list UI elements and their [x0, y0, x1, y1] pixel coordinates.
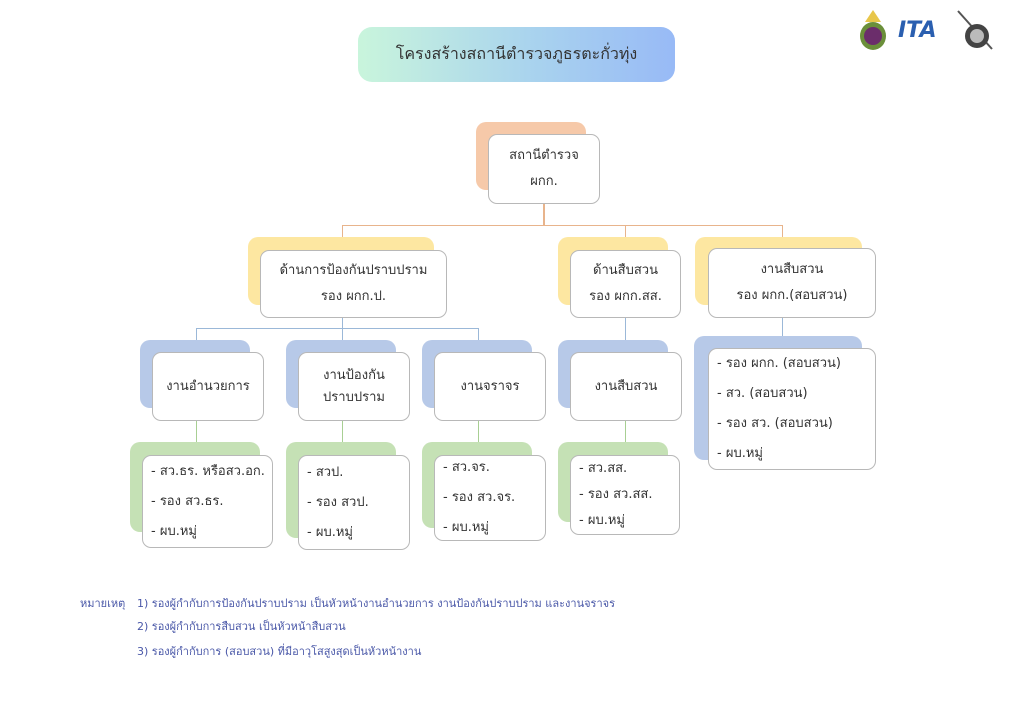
node-prevention: ด้านการป้องกันปราบปรามรอง ผกก.ป.: [260, 250, 447, 318]
node-title: งานอำนวยการ: [166, 378, 250, 394]
node-traffic-staff: - สว.จร. - รอง สว.จร. - ผบ.หมู่: [434, 455, 546, 541]
node-title: ปราบปราม: [323, 389, 385, 405]
node-investigation-staff: - สว.สส. - รอง สว.สส. - ผบ.หมู่: [570, 455, 680, 535]
node-title: ด้านสืบสวน: [593, 263, 658, 278]
staff-item: - ผบ.หมู่: [307, 524, 353, 540]
note-item: 3) รองผู้กำกับการ (สอบสวน) ที่มีอาวุโสสู…: [137, 645, 422, 658]
node-investigation-unit: งานสืบสวน: [570, 352, 682, 421]
node-title: งานจราจร: [460, 378, 520, 394]
police-emblem-logo: [857, 8, 889, 56]
staff-item: - สวป.: [307, 464, 344, 480]
node-station-chief: สถานีตำรวจผกก.: [488, 134, 600, 204]
connector: [625, 318, 626, 352]
staff-item: - รอง ผกก. (สอบสวน): [717, 356, 841, 371]
staff-item: - ผบ.หมู่: [443, 520, 489, 535]
staff-item: - รอง สว.ธร.: [151, 493, 224, 509]
connector: [196, 328, 479, 329]
node-role: รอง ผกก.สส.: [589, 289, 662, 304]
staff-item: - สว.ธร. หรือสว.อก.: [151, 463, 265, 479]
node-investigation: ด้านสืบสวนรอง ผกก.สส.: [570, 250, 681, 318]
connector: [782, 225, 783, 248]
node-role: รอง ผกก.ป.: [320, 289, 387, 304]
node-admin-staff: - สว.ธร. หรือสว.อก. - รอง สว.ธร. - ผบ.หมู่: [142, 455, 273, 548]
node-inquiry-staff: - รอง ผกก. (สอบสวน) - สว. (สอบสวน) - รอง ส…: [708, 348, 876, 470]
staff-item: - ผบ.หมู่: [717, 446, 763, 461]
chart-title: โครงสร้างสถานีตำรวจภูธรตะกั่วทุ่ง: [358, 27, 675, 82]
node-title: งานสืบสวน: [594, 378, 658, 394]
node-role: รอง ผกก.(สอบสวน): [736, 288, 848, 303]
node-traffic: งานจราจร: [434, 352, 546, 421]
staff-item: - ผบ.หมู่: [151, 523, 197, 539]
connector: [342, 421, 343, 455]
staff-item: - สว.สส.: [579, 461, 628, 476]
node-title: สถานีตำรวจ: [509, 148, 579, 163]
connector: [196, 421, 197, 455]
seal-logo: [955, 8, 995, 56]
connector: [342, 318, 343, 328]
connector: [478, 421, 479, 455]
note-item: 2) รองผู้กำกับการสืบสวน เป็นหัวหน้าสืบสว…: [137, 620, 346, 633]
node-patrol-staff: - สวป. - รอง สวป. - ผบ.หมู่: [298, 455, 410, 550]
staff-item: - รอง สวป.: [307, 494, 369, 510]
node-admin: งานอำนวยการ: [152, 352, 264, 421]
staff-item: - รอง สว.จร.: [443, 490, 516, 505]
staff-item: - สว.จร.: [443, 460, 490, 475]
notes-label: หมายเหตุ: [80, 597, 126, 610]
connector: [625, 421, 626, 455]
connector: [782, 318, 783, 348]
node-title: งานสืบสวน: [760, 262, 824, 277]
staff-item: - ผบ.หมู่: [579, 513, 625, 528]
note-item: 1) รองผู้กำกับการป้องกันปราบปราม เป็นหัว…: [137, 597, 615, 610]
node-inquiry: งานสืบสวนรอง ผกก.(สอบสวน): [708, 248, 876, 318]
ita-logo: ITA: [898, 18, 937, 43]
node-title: ด้านการป้องกันปราบปราม: [279, 263, 428, 278]
staff-item: - สว. (สอบสวน): [717, 386, 808, 401]
node-title: งานป้องกัน: [323, 367, 385, 383]
connector: [342, 225, 783, 226]
node-role: ผกก.: [530, 174, 558, 189]
staff-item: - รอง สว. (สอบสวน): [717, 416, 833, 431]
connector: [543, 204, 545, 226]
staff-item: - รอง สว.สส.: [579, 487, 653, 502]
node-patrol: งานป้องกันปราบปราม: [298, 352, 410, 421]
